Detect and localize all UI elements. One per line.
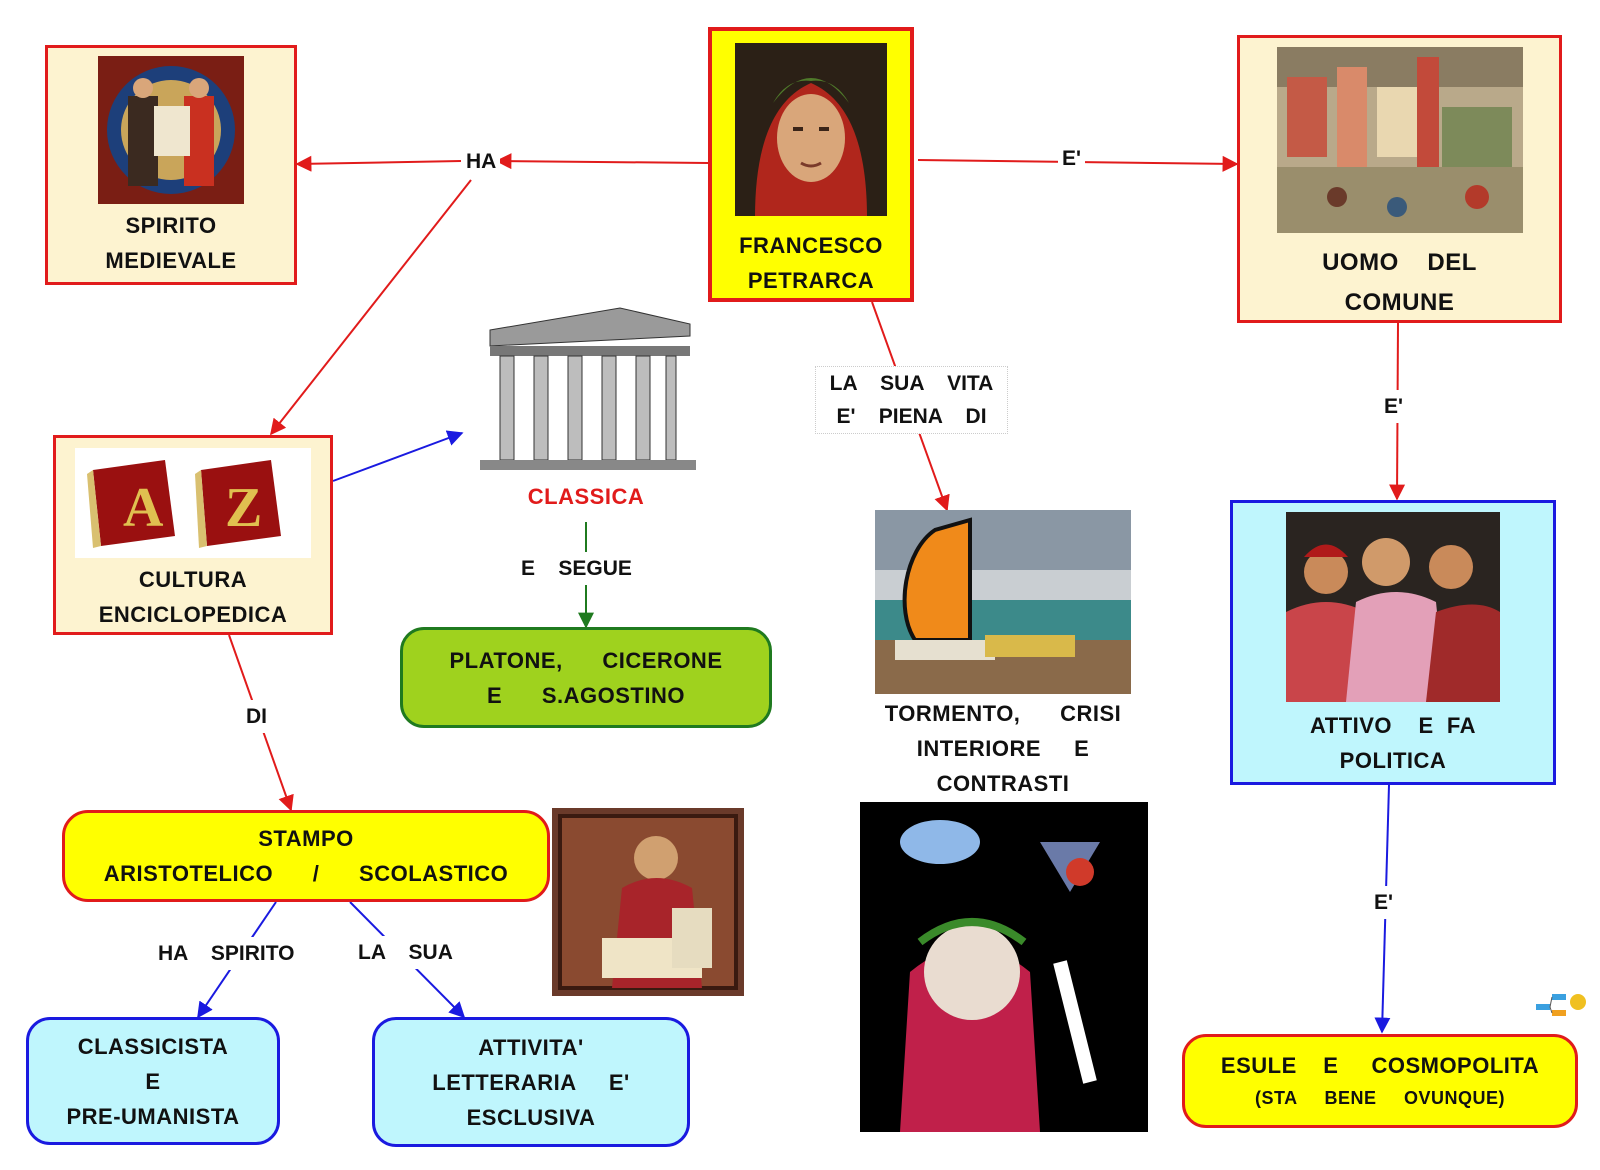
dante-reading-icon [552,808,744,996]
mindmap-logo-icon [1534,990,1588,1020]
link-label-ha: HA [462,145,501,178]
cartoon-poet-icon [860,802,1148,1132]
node-cultura-enciclopedica[interactable]: A Z CULTURA ENCICLOPEDICA [53,435,333,635]
node-uomo-del-comune[interactable]: UOMO DEL COMUNE [1237,35,1562,323]
node-classica[interactable]: CLASSICA [470,300,702,522]
link-label-vita: LA SUA VITA E' PIENA DI [815,366,1008,434]
node-attivita-letteraria[interactable]: ATTIVITA' LETTERARIA E' ESCLUSIVA [372,1017,690,1147]
node-tormento-label: TORMENTO, CRISI INTERIORE E CONTRASTI [884,701,1122,796]
node-petrarca-label: FRANCESCO PETRARCA [739,233,883,293]
node-tormento[interactable]: TORMENTO, CRISI INTERIORE E CONTRASTI [868,510,1138,796]
node-classica-label: CLASSICA [527,484,645,509]
node-classicista[interactable]: CLASSICISTA E PRE-UMANISTA [26,1017,280,1145]
node-stampo-label: STAMPO ARISTOTELICO / SCOLASTICO [103,826,509,886]
node-spirito-medievale[interactable]: SPIRITO MEDIEVALE [45,45,297,285]
node-stampo[interactable]: STAMPO ARISTOTELICO / SCOLASTICO [62,810,550,902]
node-classicista-label: CLASSICISTA E PRE-UMANISTA [66,1033,240,1129]
medieval-city-icon [1276,47,1523,233]
link-label-la-sua: LA SUA [354,936,457,969]
link-label-e-attivo: E' [1380,390,1408,423]
node-attivo-politica[interactable]: ATTIVO E FA POLITICA [1230,500,1556,785]
node-platone[interactable]: PLATONE, CICERONE E S.AGOSTINO [400,627,772,728]
medieval-manuscript-icon [98,56,244,204]
az-books-icon: A Z [75,448,311,558]
svg-text:A: A [123,477,164,539]
node-platone-label: PLATONE, CICERONE E S.AGOSTINO [449,647,723,708]
renaissance-group-icon [1286,512,1500,702]
node-cultura-enciclopedica-label: CULTURA ENCICLOPEDICA [98,567,288,627]
node-uomo-del-comune-label: UOMO DEL COMUNE [1322,249,1477,316]
node-spirito-medievale-label: SPIRITO MEDIEVALE [105,213,237,273]
node-esule-main-label: ESULE E COSMOPOLITA [1220,1053,1540,1078]
node-esule-sub-label: (STA BENE OVUNQUE) [1254,1088,1505,1108]
greek-temple-icon [470,300,702,480]
link-label-di: DI [242,700,271,733]
svg-text:Z: Z [225,477,262,539]
butterfly-boats-icon [875,510,1131,694]
link-label-e-comune: E' [1058,142,1086,175]
node-attivo-politica-label: ATTIVO E FA POLITICA [1310,713,1476,773]
node-attivita-letteraria-label: ATTIVITA' LETTERARIA E' ESCLUSIVA [432,1034,630,1130]
link-label-segue: E SEGUE [517,552,636,585]
portrait-icon [735,43,887,216]
link-label-ha-spirito: HA SPIRITO [154,937,299,970]
node-esule-cosmopolita[interactable]: ESULE E COSMOPOLITA (STA BENE OVUNQUE) [1182,1034,1578,1128]
link-label-e-esule: E' [1370,886,1398,919]
node-petrarca[interactable]: FRANCESCO PETRARCA [708,27,914,302]
